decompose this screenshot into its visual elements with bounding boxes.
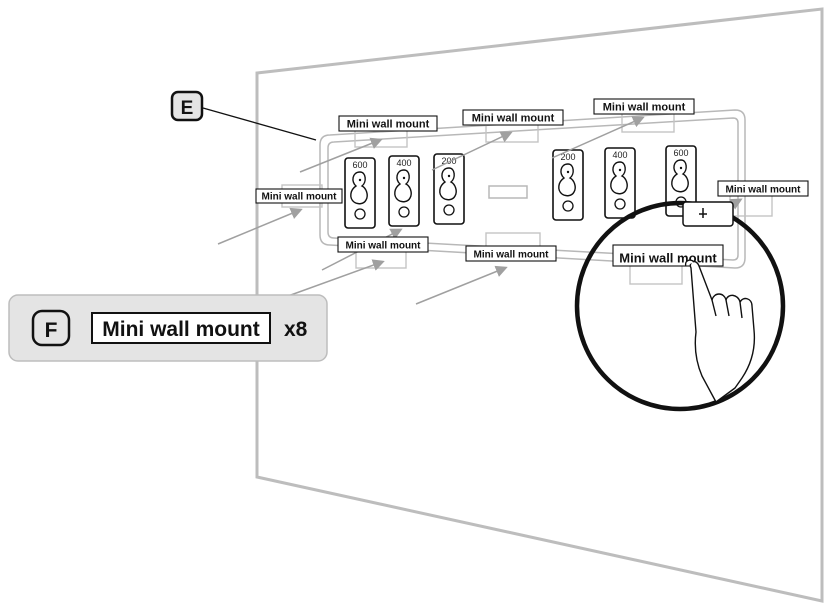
- callout-e-leader: [202, 107, 317, 141]
- slot-weight-label: 600: [673, 148, 688, 158]
- mount-label-left: Mini wall mount: [255, 188, 343, 204]
- slot-weight-label: 200: [441, 156, 456, 166]
- keyhole-slots: 600 400 200 200 400 600: [344, 145, 697, 229]
- install-arrow: [287, 259, 385, 297]
- install-arrow: [551, 116, 645, 159]
- keyhole-slot-plate: 200: [552, 149, 584, 221]
- callout-e: E: [170, 90, 317, 141]
- svg-text:Mini wall mount: Mini wall mount: [472, 113, 555, 125]
- magnifier-detail: [574, 200, 786, 412]
- callout-f-panel: F Mini wall mount x8: [8, 294, 328, 362]
- callout-f-part-box: [91, 312, 271, 344]
- svg-text:Mini wall mount: Mini wall mount: [726, 185, 802, 196]
- keyhole-slot-plate: 400: [388, 155, 420, 227]
- svg-text:Mini wall mount: Mini wall mount: [603, 102, 686, 114]
- mount-label-top-center: Mini wall mount: [462, 109, 564, 126]
- callout-f-badge: [31, 309, 71, 347]
- svg-text:Mini wall mount: Mini wall mount: [346, 241, 422, 252]
- magnifier-circle: [574, 200, 786, 412]
- svg-text:Mini wall mount: Mini wall mount: [474, 250, 550, 261]
- install-arrow: [431, 131, 513, 171]
- callout-f-part-name: Mini wall mount: [102, 318, 260, 341]
- keyhole-slot-plate: 200: [433, 153, 465, 225]
- wall-bracket: [319, 109, 746, 269]
- install-arrow: [299, 137, 383, 173]
- slot-weight-label: 400: [612, 150, 627, 160]
- callout-f-quantity: x8: [284, 318, 308, 341]
- keyhole-slot-plate: 600: [344, 157, 376, 229]
- slot-weight-label: 400: [396, 158, 411, 168]
- mount-label-right: Mini wall mount: [717, 180, 809, 197]
- slot-weight-label: 600: [352, 160, 367, 170]
- mount-label-bottom-center: Mini wall mount: [465, 245, 557, 262]
- keyhole-slot-plate: 400: [604, 147, 636, 219]
- hand-icon: [684, 259, 756, 403]
- callout-e-badge: [170, 90, 204, 122]
- install-arrow: [217, 207, 303, 245]
- callout-f-letter: F: [45, 319, 58, 342]
- mount-label-top-left: Mini wall mount: [338, 115, 438, 132]
- keyhole-slot-plate: 600: [665, 145, 697, 217]
- slot-weight-label: 200: [560, 152, 575, 162]
- install-arrow: [415, 265, 508, 305]
- svg-text:Mini wall mount: Mini wall mount: [262, 192, 338, 203]
- mount-label-bottom-left: Mini wall mount: [337, 236, 429, 253]
- svg-text:Mini wall mount: Mini wall mount: [347, 119, 430, 131]
- mount-label-top-right: Mini wall mount: [593, 98, 695, 115]
- callout-e-letter: E: [181, 98, 194, 119]
